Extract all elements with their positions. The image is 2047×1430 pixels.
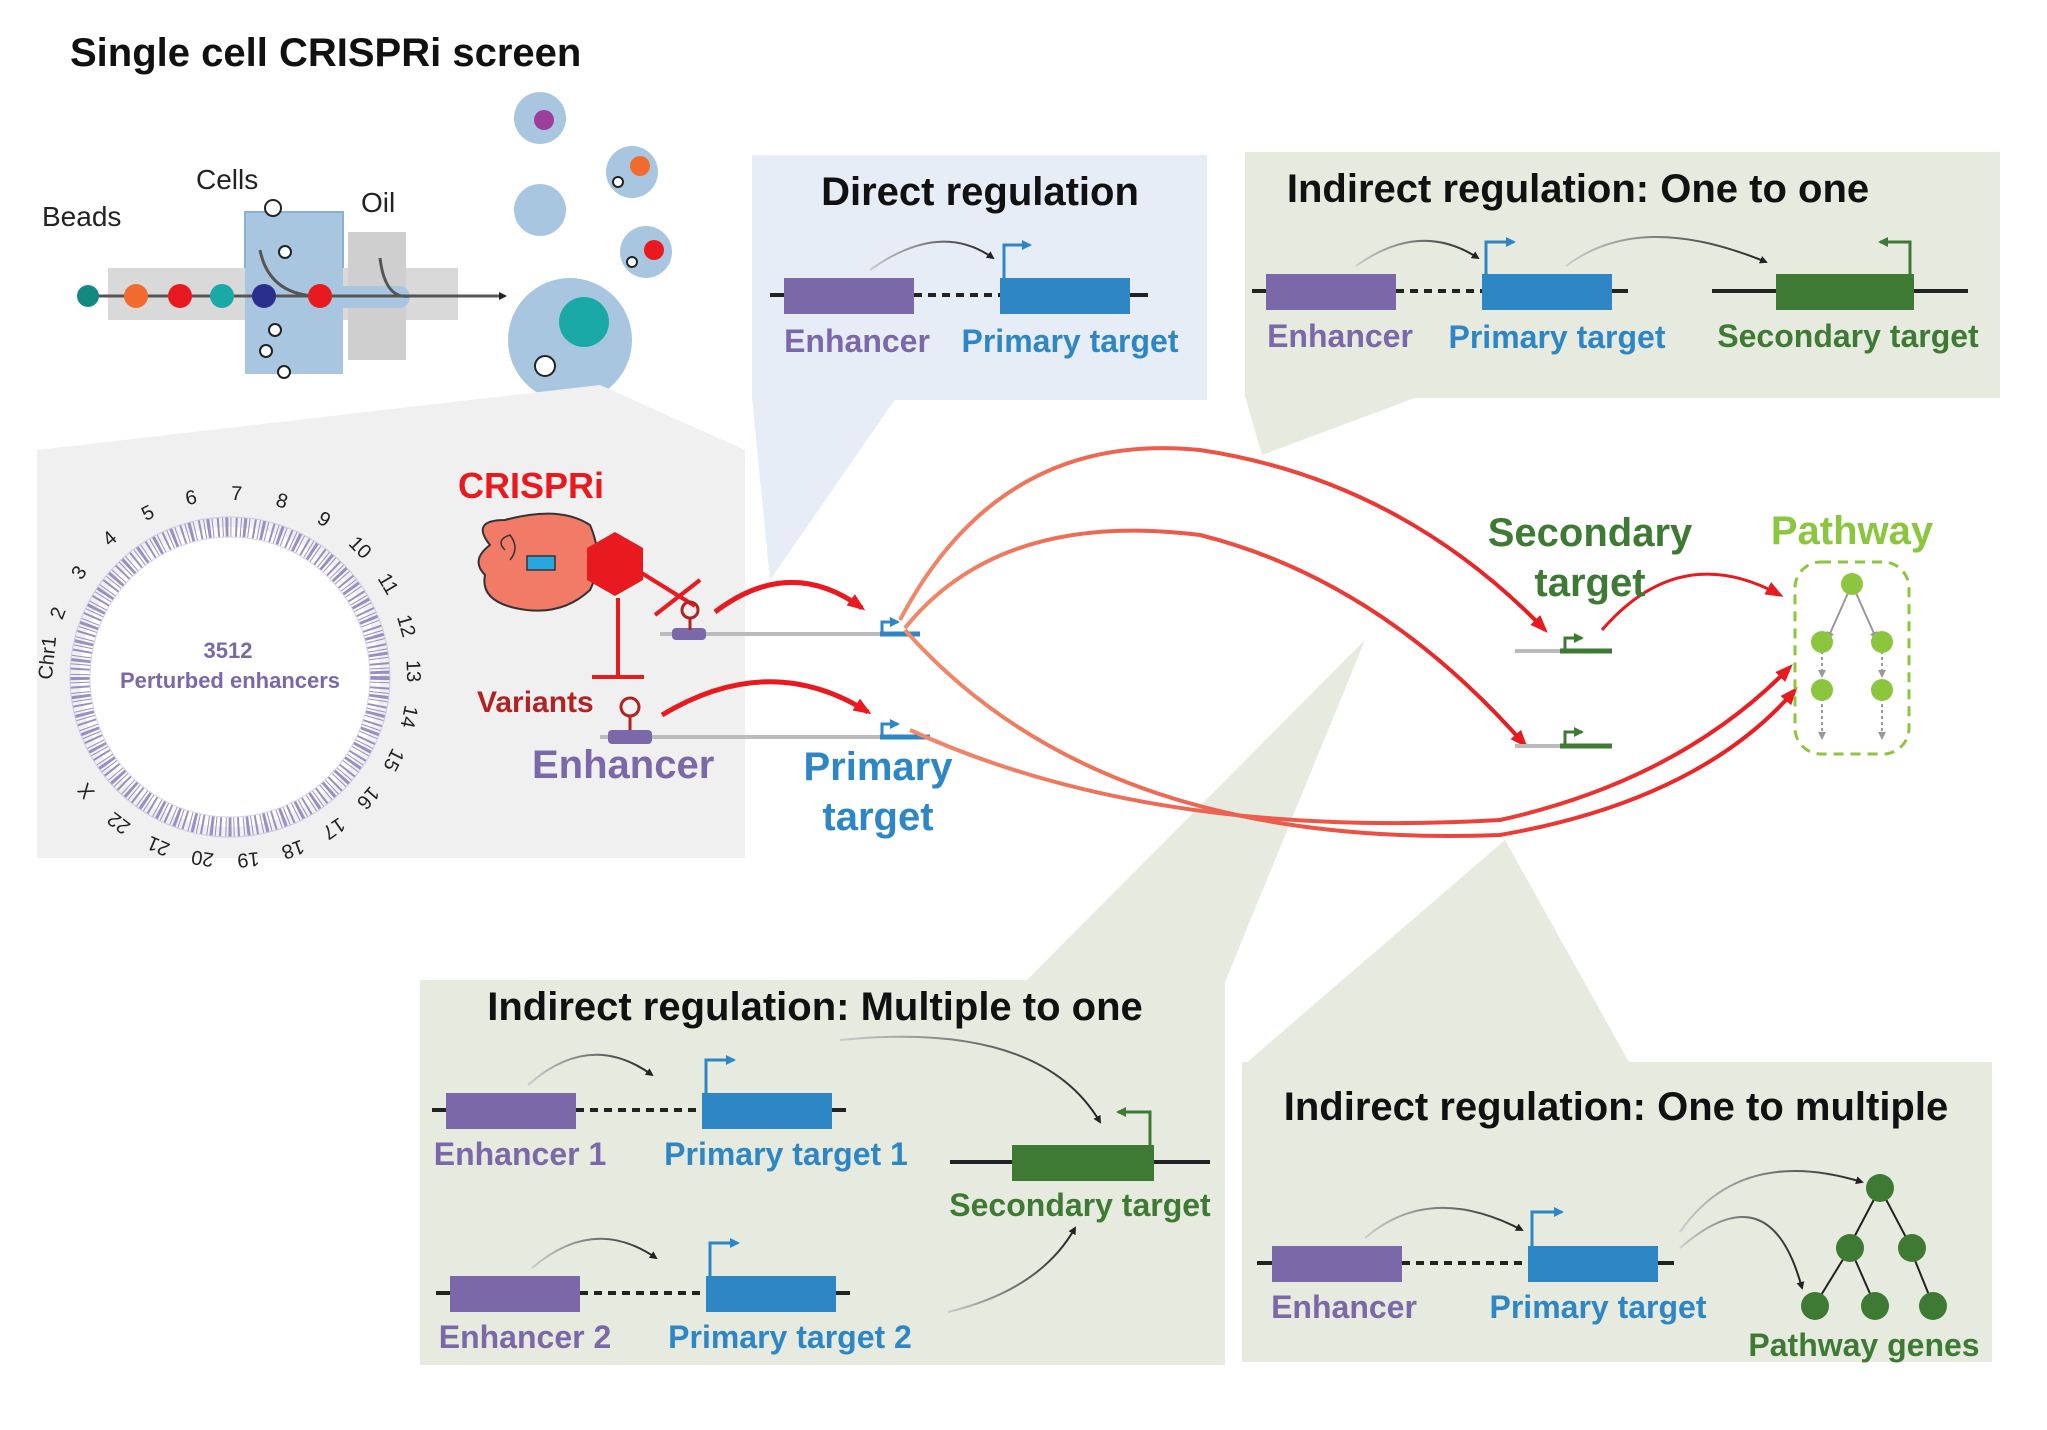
chromosome-label: 13 [402,660,425,683]
pathway-gene-node [1801,1292,1829,1320]
multiple-to-one-title: Indirect regulation: Multiple to one [487,985,1143,1029]
cell [278,245,292,259]
one-to-multiple-panel-content: Indirect regulation: One to multiple Enh… [1257,1085,1980,1363]
secondary-loci: Secondary target [1488,511,1693,749]
pathway-gene-node [1861,1292,1889,1320]
one-to-one-title: Indirect regulation: One to one [1287,167,1869,211]
enhancer-box [784,278,914,314]
chromosome-ring [70,517,390,837]
pathway-node [1811,631,1833,653]
bead [77,285,99,307]
one-to-one-enhancer-label: Enhancer [1267,318,1413,354]
pathway-gene-node [1866,1174,1894,1202]
direct-regulation-panel-content: Direct regulation Enhancer Primary targe… [770,170,1179,359]
multiple-to-one-panel-content: Indirect regulation: Multiple to one Enh… [432,985,1211,1355]
one-to-multiple-title: Indirect regulation: One to multiple [1284,1085,1948,1129]
enhancer-caption: Perturbed enhancers [120,668,340,693]
microfluidics-schematic: Beads Cells Oil [42,92,672,402]
direct-title: Direct regulation [821,170,1139,214]
enhancer2-label: Enhancer 2 [439,1319,612,1355]
red-arrow-to-pathway1 [909,664,1793,826]
crispri-block: CRISPRi Variants Enhancer Primary target [458,465,953,839]
pathway-dashed-box [1793,560,1911,756]
enhancer1-label: Enhancer 1 [434,1136,607,1172]
panel-direct-regulation [752,155,1207,400]
krab-domain [587,532,643,596]
promoter-arrow [880,617,900,634]
pathway-gene-node [1919,1292,1947,1320]
pathway-gene-node [1898,1234,1926,1262]
variant-marker [619,600,700,730]
pathway-node [1811,679,1833,701]
oil-label: Oil [361,187,395,218]
pathway-node [1841,573,1863,595]
chromosome-label: 14 [395,703,421,729]
direct-primary-label: Primary target [962,323,1179,359]
primary-box [1000,278,1130,314]
bead [124,284,148,308]
bead [252,284,276,308]
chromosome-label: Chr1 [35,635,61,680]
promoter-arrow [880,719,900,737]
droplet [514,184,566,236]
one-to-multiple-callout [1245,840,1630,1064]
chromosome-label: 6 [183,486,199,510]
genome-callout [37,385,745,450]
enhancer-block [608,730,652,744]
enhancer-label: Enhancer [532,743,714,787]
one-to-one-callout [1245,396,1420,455]
pathway-node [1871,679,1893,701]
bead [210,284,234,308]
pathway-label: Pathway [1771,509,1934,553]
chromosome-label: 7 [231,483,243,505]
red-arrow [713,580,866,614]
cell [259,344,273,358]
red-arrow-to-secondary1 [898,446,1548,633]
variants-label: Variants [477,686,594,719]
one-to-one-secondary-label: Secondary target [1717,318,1979,354]
cell [264,199,282,217]
bead [308,284,332,308]
cell [277,365,291,379]
bead [168,284,192,308]
red-arrow-to-pathway2 [903,628,1798,838]
primary2-label: Primary target 2 [668,1319,912,1355]
chromosome-label: 19 [236,847,260,871]
direct-enhancer-label: Enhancer [784,323,930,359]
one-to-one-panel-content: Indirect regulation: One to one Enhancer… [1252,167,1979,355]
figure-title: Single cell CRISPRi screen [70,31,581,75]
red-arrow [660,679,872,718]
pathway-node [1871,631,1893,653]
crispri-label: CRISPRi [458,465,604,506]
secondary-label-line2: target [1534,561,1645,605]
chromosome-label: 20 [190,845,215,870]
direct-callout [752,398,896,580]
enhancer-count: 3512 [204,638,253,663]
cell [268,323,282,337]
otm-enhancer-label: Enhancer [1271,1289,1417,1325]
primary-label-line2: target [822,795,933,839]
pathway-box: Pathway [1771,509,1934,756]
primary-label-line1: Primary [804,745,954,789]
otm-primary-label: Primary target [1490,1289,1707,1325]
guide-box [526,555,556,571]
pathway-gene-node [1836,1234,1864,1262]
pathway-genes-label: Pathway genes [1748,1327,1979,1363]
enhancer-block [672,628,706,640]
one-to-one-primary-label: Primary target [1449,319,1666,355]
red-arrow-secondary-to-pathway [1600,572,1784,631]
beads-label: Beads [42,201,121,232]
red-arrow-to-secondary2 [903,528,1528,749]
multi-secondary-label: Secondary target [949,1187,1211,1223]
primary1-label: Primary target 1 [664,1136,908,1172]
cells-label: Cells [196,164,258,195]
secondary-label-line1: Secondary [1488,511,1693,555]
